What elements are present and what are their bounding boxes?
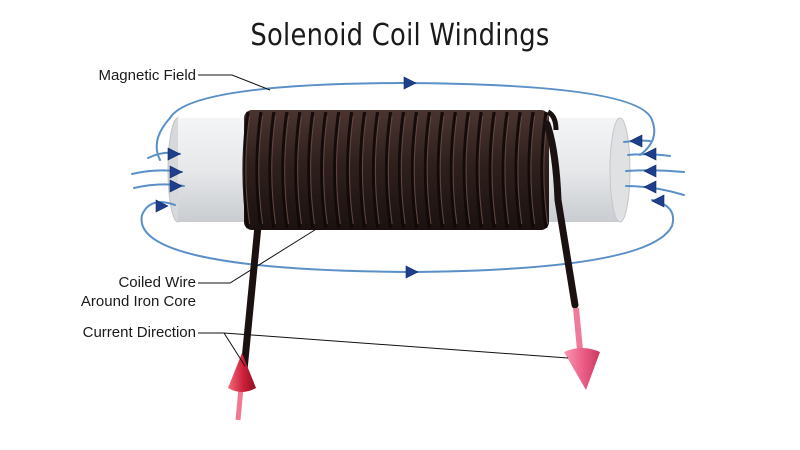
field-arrow-icon	[405, 265, 419, 279]
coil-turn	[436, 111, 444, 229]
coil-turn	[346, 111, 354, 229]
coil-turn	[371, 111, 380, 229]
coil-end	[546, 109, 559, 131]
coil-turn	[255, 111, 263, 229]
coil-turn	[333, 111, 341, 229]
coil-turn-highlight	[245, 115, 251, 225]
coil-turn-highlight	[452, 115, 458, 225]
coil-turn-highlight	[361, 115, 367, 225]
coil-turn-highlight	[413, 115, 419, 225]
magnetic-field-lines	[131, 76, 685, 279]
coil-turn	[410, 111, 419, 229]
coil-turn-highlight	[517, 115, 523, 225]
coil-turn-highlight	[348, 115, 354, 225]
field-arrow-icon	[169, 179, 183, 193]
current-arrow-in	[228, 353, 256, 421]
field-arrow-icon	[643, 147, 657, 161]
coil-turn	[514, 111, 522, 229]
leader-lines	[198, 74, 569, 367]
coil-turn	[294, 111, 302, 229]
current-direction-label: Current Direction	[82, 324, 196, 341]
coil-turn-highlight	[530, 115, 536, 225]
magnetic-field-label: Magnetic Field	[98, 67, 196, 84]
current-arrow-out	[564, 307, 600, 390]
coil-turn	[449, 111, 457, 229]
field-arrow-icon	[167, 147, 181, 161]
field-arrow-icon	[643, 180, 657, 194]
field-arrow-icon	[643, 164, 657, 178]
field-line	[140, 199, 674, 274]
coil-turn-highlight	[271, 115, 277, 225]
coiled-wire-label-line1: Coiled Wire	[118, 274, 196, 291]
coil-turn	[268, 111, 276, 229]
coil-turn	[307, 111, 315, 229]
field-arrow-icon	[169, 165, 183, 179]
coil-turn	[281, 111, 289, 229]
coil-turn-highlight	[297, 115, 302, 225]
coil-turn	[462, 111, 470, 229]
lead-wires	[240, 120, 579, 374]
field-line	[155, 117, 171, 161]
coil-turn-highlight	[323, 115, 328, 225]
field-arrow-icon	[403, 76, 417, 90]
coil-turn	[527, 111, 535, 229]
coil-turn-highlight	[426, 115, 432, 225]
coil-turn-highlight	[491, 115, 497, 225]
field-arrow-icon	[629, 134, 643, 148]
field-line	[141, 201, 176, 216]
coil-turn-highlight	[439, 115, 445, 225]
coil-turn-highlight	[335, 115, 341, 225]
coiled-wire-label-line2: Around Iron Core	[80, 293, 196, 310]
coil-turn	[475, 111, 483, 229]
coiled-wire-label: Coiled Wire Around Iron Core	[20, 273, 196, 311]
coil-turn-highlight	[310, 115, 315, 225]
field-arrow-icon	[651, 194, 665, 208]
coil-windings	[242, 109, 559, 230]
field-arrow-icon	[155, 199, 169, 213]
coil-turn	[488, 111, 496, 229]
coil-turn	[242, 111, 250, 229]
coil-turn-highlight	[465, 115, 471, 225]
coil-turn-highlight	[387, 115, 393, 225]
coil-turn-highlight	[284, 115, 290, 225]
coil-turn-highlight	[478, 115, 484, 225]
coil-turn	[423, 111, 431, 229]
coil-turn-highlight	[400, 115, 406, 225]
coil-turn	[397, 111, 406, 229]
coil-turn	[359, 111, 367, 229]
coil-turn	[320, 111, 328, 229]
coil-turn-highlight	[374, 115, 380, 225]
coil-turn-highlight	[258, 115, 264, 225]
field-line	[169, 81, 656, 156]
coil-turn	[384, 111, 393, 229]
coil-turn	[501, 111, 509, 229]
coil-turn-highlight	[504, 115, 510, 225]
page-title: Solenoid Coil Windings	[250, 18, 550, 53]
